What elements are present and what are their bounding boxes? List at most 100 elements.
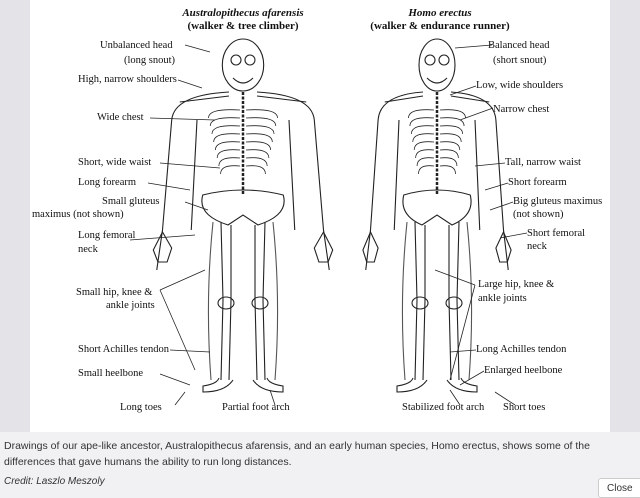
annotation-pointer-line [454, 44, 493, 49]
right-annotation-label: Long Achilles tendon [476, 344, 567, 355]
homo-erectus-clavicle [384, 95, 490, 103]
right-annotation-label: Short toes [503, 402, 546, 413]
left-annotation-label: High, narrow shoulders [78, 74, 177, 85]
annotation-pointer-line [159, 162, 221, 169]
skeleton-drawings [129, 38, 528, 406]
homo-erectus-hand [362, 230, 379, 263]
left-annotation-label: (long snout) [124, 55, 176, 66]
right-annotation-label: neck [527, 241, 547, 252]
image-caption: Drawings of our ape-like ancestor, Austr… [4, 440, 590, 468]
homo-erectus-pelvis [402, 189, 472, 226]
annotation-pointer-line [434, 269, 476, 286]
australopithecus-pelvis [201, 189, 285, 226]
homo-erectus-leg [448, 221, 460, 381]
homo-erectus-rib [410, 125, 464, 135]
homo-erectus-leg-outline [401, 221, 473, 381]
australopithecus-foot [252, 377, 284, 393]
annotation-pointer-line [459, 107, 494, 121]
right-annotation-label: Tall, narrow waist [505, 157, 581, 168]
right-annotation-label: Low, wide shoulders [476, 80, 564, 91]
right-species-name: Homo erectus [408, 7, 472, 19]
annotation-pointer-line [269, 389, 276, 406]
homo-erectus-rib [408, 109, 466, 119]
australopithecus-knee [217, 296, 235, 310]
australopithecus-jaw [232, 77, 254, 84]
australopithecus-leg [220, 221, 232, 381]
left-annotation-label: Small hip, knee & [76, 287, 153, 298]
homo-erectus-skull [418, 38, 456, 92]
annotation-pointer-line [184, 44, 211, 53]
right-annotation-label: Short forearm [508, 177, 567, 188]
image-viewer: Australopithecus afarensis(walker & tree… [0, 0, 640, 432]
right-title: Homo erectus(walker & endurance runner) [365, 7, 515, 33]
right-annotation-label: Big gluteus maximus [513, 196, 603, 207]
annotation-pointer-line [474, 162, 506, 167]
homo-erectus-eye-socket [424, 54, 436, 66]
annotation-pointer-line [499, 232, 528, 239]
right-subtitle: (walker & endurance runner) [370, 20, 510, 32]
left-annotation-label: Long toes [120, 402, 162, 413]
australopithecus-eye-socket [244, 54, 256, 66]
annotation-pointer-line [449, 85, 477, 96]
right-annotation-label: ankle joints [478, 293, 527, 304]
annotation-pointer-line [159, 373, 191, 386]
homo-erectus-rib [415, 149, 459, 159]
annotation-pointer-line [147, 182, 191, 191]
left-annotation-label: Short, wide waist [78, 157, 152, 168]
australopithecus-knee [251, 296, 269, 310]
left-annotation-label: Long forearm [78, 177, 137, 188]
annotation-pointer-line [159, 269, 206, 291]
australopithecus-rib [220, 165, 266, 175]
annotation-pointer-line [177, 79, 203, 89]
annotation-pointer-line [489, 201, 514, 211]
close-button[interactable]: Close [598, 478, 640, 498]
homo-erectus-jaw [426, 77, 448, 84]
annotation-pointer-line [129, 234, 196, 241]
right-annotation-label: Narrow chest [493, 104, 550, 115]
left-annotation-label: Small gluteus [102, 196, 160, 207]
homo-erectus-rib [418, 165, 456, 175]
homo-erectus-inner-arm [393, 119, 481, 231]
australopithecus-rib [209, 117, 277, 127]
homo-erectus-rib [409, 117, 465, 127]
right-annotation-label: Enlarged heelbone [484, 365, 563, 376]
left-annotation-label: Long femoral [78, 230, 136, 241]
annotation-pointer-line [169, 349, 211, 353]
australopithecus-foot [202, 377, 234, 393]
homo-erectus-leg [414, 221, 426, 381]
annotation-pointer-line [174, 391, 186, 406]
australopithecus-leg-outline [207, 221, 279, 381]
australopithecus-hand [313, 230, 334, 263]
annotation-pointer-line [159, 289, 196, 371]
left-annotation-label: Partial foot arch [222, 402, 290, 413]
left-annotation-label: Wide chest [97, 112, 144, 123]
australopithecus-arm-outline [156, 91, 330, 271]
homo-erectus-knee [445, 296, 463, 310]
australopithecus-leg [254, 221, 266, 381]
right-annotation-label: (short snout) [493, 55, 547, 66]
right-annotation-label: Short femoral [527, 228, 586, 239]
homo-erectus-hand [495, 230, 512, 263]
australopithecus-rib [208, 109, 278, 119]
left-annotation-label: neck [78, 244, 98, 255]
left-title: Australopithecus afarensis(walker & tree… [178, 7, 308, 33]
australopithecus-rib [213, 133, 273, 143]
homo-erectus-arm-outline [365, 91, 509, 271]
australopithecus-rib [216, 149, 270, 159]
australopithecus-skull [221, 38, 265, 92]
homo-erectus-rib [416, 157, 458, 167]
australopithecus-hand [152, 230, 173, 263]
right-annotation-label: Large hip, knee & [478, 279, 555, 290]
homo-erectus-foot [446, 377, 478, 393]
left-annotation-label: ankle joints [106, 300, 155, 311]
annotation-pointer-line [449, 284, 476, 381]
right-annotation-label: (not shown) [513, 209, 564, 220]
homo-erectus-rib [412, 133, 462, 143]
annotation-pointer-line [184, 201, 209, 211]
skeleton-comparison-figure: Australopithecus afarensis(walker & tree… [30, 0, 610, 432]
annotation-pointer-line [449, 349, 477, 353]
right-annotation-label: Stabilized foot arch [402, 402, 485, 413]
australopithecus-rib [211, 125, 275, 135]
homo-erectus-eye-socket [438, 54, 450, 66]
left-annotation-label: maximus (not shown) [32, 209, 124, 220]
